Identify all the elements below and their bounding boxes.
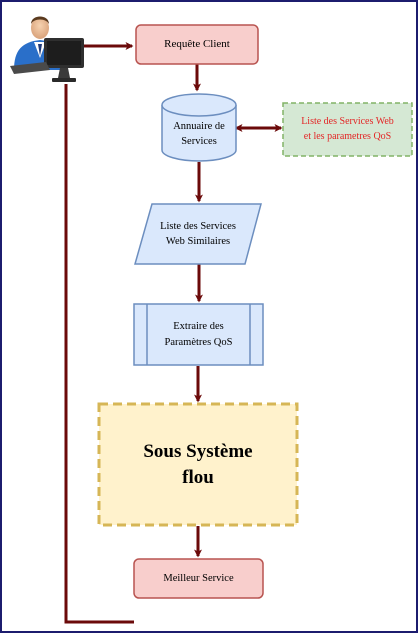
best-service-label: Meilleur Service [163, 572, 234, 584]
extract-qos-process [133, 303, 264, 366]
arrow-best-service-to-user [64, 84, 134, 624]
similar-services-parallelogram [134, 203, 262, 265]
client-request-box [135, 24, 259, 65]
fuzzy-subsystem-box [97, 402, 299, 527]
connectors [64, 42, 283, 624]
service-directory-label: Annuaire de Services [173, 120, 225, 147]
services-qos-list-box [282, 102, 413, 157]
fuzzy-subsystem-label: Sous Système flou [143, 440, 253, 488]
service-directory-database [161, 93, 237, 162]
extract-qos-label: Extraire des Paramètres QoS [164, 321, 233, 348]
client-request-label: Requête Client [164, 37, 230, 50]
user-computer-icon [10, 16, 84, 82]
best-service-box [133, 558, 264, 599]
similar-services-label: Liste des Services Web Similaires [160, 220, 236, 247]
services-qos-list-label: Liste des Services Web et les parametres… [301, 116, 394, 142]
